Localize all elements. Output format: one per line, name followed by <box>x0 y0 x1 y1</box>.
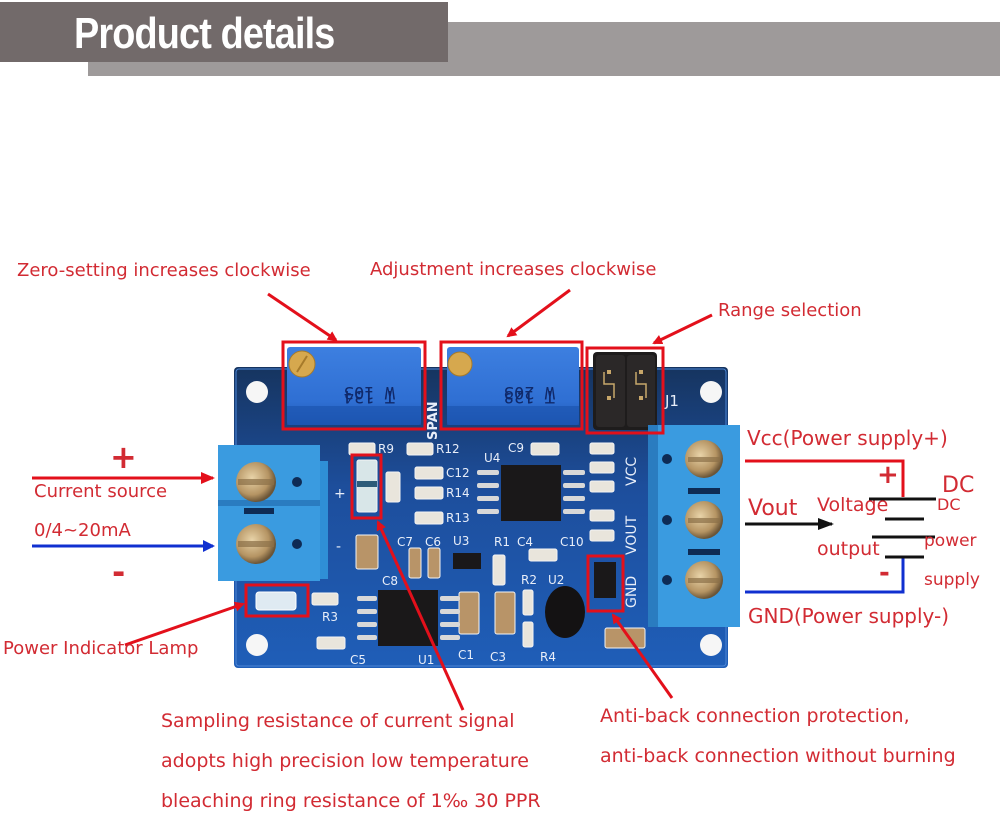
silk-u2: U2 <box>548 573 564 587</box>
vcc-label: Vcc(Power supply+) <box>747 426 948 450</box>
dc-label-large: DC <box>942 473 975 498</box>
sampling-arrow <box>376 520 465 711</box>
current-source-label: Current source <box>34 481 168 502</box>
dc-plus-sign: + <box>877 460 899 490</box>
mounting-hole <box>700 381 722 403</box>
span-potentiometer: W 203 T 128 <box>447 347 579 425</box>
led-power <box>255 591 297 611</box>
regulator-u2 <box>545 586 585 638</box>
pot-span-code-2: T 128 <box>504 386 555 406</box>
silk-u3: U3 <box>453 534 469 548</box>
silk-c6: C6 <box>425 535 441 549</box>
silk-c4: C4 <box>517 535 533 549</box>
silk-c3: C3 <box>490 650 506 664</box>
silk-r9: R9 <box>378 442 394 456</box>
silk-r3: R3 <box>322 610 338 624</box>
highlight-led <box>244 583 310 618</box>
silkscreen-labels: R9 R12 C9 U4 C12 R14 R13 C10 C7 C6 U3 R1… <box>322 441 584 667</box>
adjustment-label: Adjustment increases clockwise <box>370 259 657 280</box>
highlight-span-pot <box>439 340 584 431</box>
silk-u1: U1 <box>418 653 434 667</box>
range-jumper <box>593 352 657 430</box>
silk-r14: R14 <box>446 486 470 500</box>
pot-zero-code-2: T 134 <box>344 386 395 406</box>
dc-minus-sign: - <box>879 558 890 588</box>
span-label: SPAN <box>426 401 441 440</box>
ic-u4 <box>477 465 585 521</box>
power-label: power <box>924 531 977 551</box>
board-input-minus: - <box>336 539 341 555</box>
pin-label-gnd: GND <box>624 576 640 608</box>
dc-label-small: DC <box>937 495 961 514</box>
silk-c1: C1 <box>458 648 474 662</box>
board-input-plus: + <box>334 486 346 502</box>
ic-u1 <box>357 590 460 646</box>
sampling-resistance-note: Sampling resistance of current signal ad… <box>161 701 541 818</box>
range-selection-arrow <box>652 313 713 345</box>
range-selection-label: Range selection <box>718 300 862 321</box>
highlight-jumper <box>585 346 665 435</box>
anti-back-line-2: anti-back connection without burning <box>600 745 956 767</box>
vout-label: Vout <box>748 496 798 521</box>
output-label: output <box>817 538 880 560</box>
mounting-hole <box>246 381 268 403</box>
pin-label-vcc: VCC <box>624 457 640 486</box>
silk-r13: R13 <box>446 511 470 525</box>
silk-c8: C8 <box>382 574 398 588</box>
anti-back-arrow <box>611 613 674 699</box>
silk-c7: C7 <box>397 535 413 549</box>
input-plus-sign: + <box>110 438 137 476</box>
input-terminal-block <box>218 445 328 581</box>
header-banner: Product details <box>0 2 448 62</box>
mounting-hole <box>246 634 268 656</box>
pin-label-vout: VOUT <box>624 515 640 555</box>
silk-r4: R4 <box>540 650 556 664</box>
input-minus-sign: - <box>112 553 126 591</box>
page-title: Product details <box>74 9 335 58</box>
silk-c12: C12 <box>446 466 470 480</box>
current-range-label: 0/4~20mA <box>34 520 131 541</box>
silk-c10: C10 <box>560 535 584 549</box>
adjustment-arrow <box>506 288 571 338</box>
battery-symbol <box>869 497 936 559</box>
silk-c5: C5 <box>350 653 366 667</box>
adjust-screw-icon <box>447 351 473 377</box>
silk-r12: R12 <box>436 442 460 456</box>
pot-span-code-1: W 203 <box>504 382 555 402</box>
pot-zero-code-1: W 103 <box>344 382 395 402</box>
highlight-boxes <box>244 340 665 618</box>
zero-setting-label: Zero-setting increases clockwise <box>17 260 311 281</box>
highlight-diode <box>586 554 625 613</box>
sampling-line-3: bleaching ring resistance of 1‰ 30 PPR <box>161 790 541 812</box>
highlight-zero-pot <box>281 340 427 431</box>
anti-back-line-1: Anti-back connection protection, <box>600 705 910 727</box>
anti-back-note: Anti-back connection protection, anti-ba… <box>600 696 956 776</box>
highlight-sampling-resistor <box>350 453 383 520</box>
gnd-wire <box>745 557 905 594</box>
voltage-label: Voltage <box>817 494 889 516</box>
mounting-hole <box>700 634 722 656</box>
diode-d1 <box>594 562 616 598</box>
power-indicator-arrow <box>124 601 245 647</box>
zero-potentiometer: W 103 T 134 <box>287 347 421 425</box>
jumper-label: J1 <box>664 392 679 410</box>
output-terminal-block <box>648 425 740 627</box>
sampling-line-1: Sampling resistance of current signal <box>161 710 515 732</box>
zero-setting-arrow <box>267 292 338 342</box>
gnd-label: GND(Power supply-) <box>748 604 950 628</box>
sampling-line-2: adopts high precision low temperature <box>161 750 529 772</box>
supply-label: supply <box>924 570 980 590</box>
silk-r1: R1 <box>494 535 510 549</box>
ic-u3 <box>453 553 481 569</box>
power-indicator-label: Power Indicator Lamp <box>3 638 199 659</box>
silk-r2: R2 <box>521 573 537 587</box>
silk-u4: U4 <box>484 451 500 465</box>
smd-components <box>311 442 615 650</box>
vcc-wire <box>745 459 905 497</box>
capacitors <box>355 534 646 649</box>
silk-c9: C9 <box>508 441 524 455</box>
